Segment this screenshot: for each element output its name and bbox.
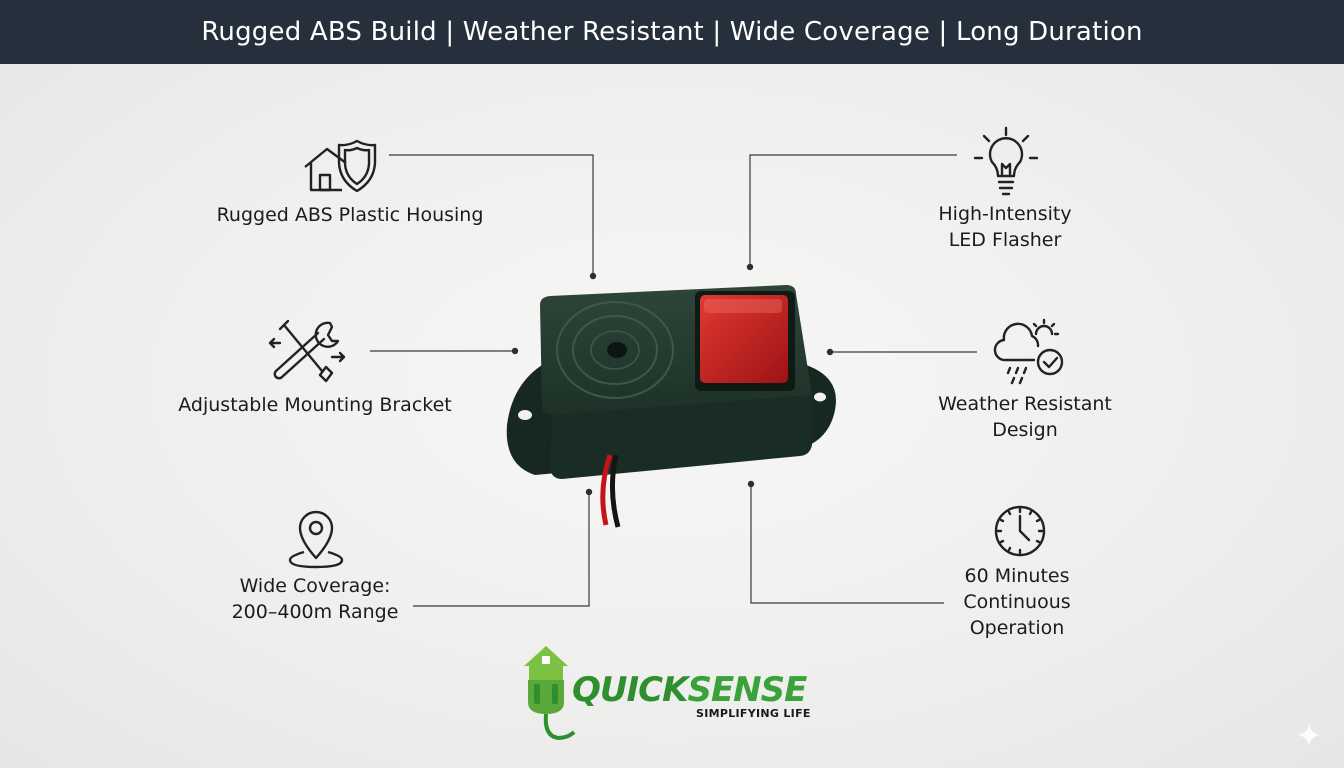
siren-device — [506, 285, 836, 528]
feature-flasher-line1: High-Intensity — [938, 203, 1072, 225]
feature-flasher-line2: LED Flasher — [948, 229, 1062, 251]
feature-weather-line2: Design — [992, 419, 1058, 441]
logo-wordmark: QUICKSENSE — [572, 670, 807, 710]
feature-duration-line2: Continuous — [963, 591, 1071, 613]
light-bulb-icon — [972, 126, 1040, 198]
location-pin-icon — [286, 508, 346, 570]
feature-bracket-text: Adjustable Mounting Bracket — [178, 394, 452, 416]
leader-housing — [389, 154, 594, 276]
flange-hole-right — [814, 392, 826, 402]
feature-duration-line1: 60 Minutes — [964, 565, 1070, 587]
leader-dot-weather — [826, 348, 834, 356]
top-banner: Rugged ABS Build | Weather Resistant | W… — [0, 0, 1344, 64]
wire-red — [600, 454, 613, 526]
logo-plug-house-icon — [524, 646, 576, 741]
home-shield-icon — [302, 139, 378, 193]
logo-name-first: QUICK — [572, 670, 688, 710]
logo-tagline: SIMPLIFYING LIFE — [696, 707, 811, 720]
feature-weather-line1: Weather Resistant — [938, 393, 1112, 415]
buzzer-hole — [607, 342, 627, 358]
leader-coverage — [413, 492, 590, 607]
feature-duration-label: 60 Minutes Continuous Operation — [917, 563, 1117, 641]
buzzer-ring-outer — [556, 301, 674, 399]
leader-dot-coverage — [585, 488, 593, 496]
feature-flasher-label: High-Intensity LED Flasher — [905, 201, 1105, 253]
leader-duration — [750, 484, 944, 604]
wire-black — [609, 454, 621, 528]
feature-housing-label: Rugged ABS Plastic Housing — [210, 202, 490, 228]
led-shine — [704, 299, 782, 313]
feature-coverage-label: Wide Coverage: 200–400m Range — [205, 573, 425, 625]
buzzer-ring-core — [590, 330, 640, 370]
leader-dot-duration — [747, 480, 755, 488]
flange-hole-left — [518, 410, 532, 420]
clock-icon — [993, 504, 1047, 558]
wrench-screwdriver-icon — [268, 319, 348, 383]
leader-dot-flasher — [746, 263, 754, 271]
led-lens — [700, 295, 788, 383]
feature-weather-label: Weather Resistant Design — [915, 391, 1135, 443]
weather-check-icon — [992, 316, 1068, 388]
feature-housing-text: Rugged ABS Plastic Housing — [216, 204, 484, 226]
feature-coverage-line1: Wide Coverage: — [239, 575, 391, 597]
leader-dot-housing — [589, 272, 597, 280]
feature-bracket-label: Adjustable Mounting Bracket — [170, 392, 460, 418]
sparkle-icon — [1296, 722, 1322, 752]
quicksense-logo: QUICKSENSE SIMPLIFYING LIFE — [518, 640, 818, 744]
logo-name-second: SENSE — [687, 670, 807, 710]
banner-title: Rugged ABS Build | Weather Resistant | W… — [201, 17, 1143, 47]
leader-flasher — [749, 154, 957, 267]
feature-duration-line3: Operation — [969, 617, 1065, 639]
buzzer-ring-inner — [572, 315, 658, 385]
leader-dot-bracket — [511, 347, 519, 355]
feature-coverage-line2: 200–400m Range — [231, 601, 399, 623]
